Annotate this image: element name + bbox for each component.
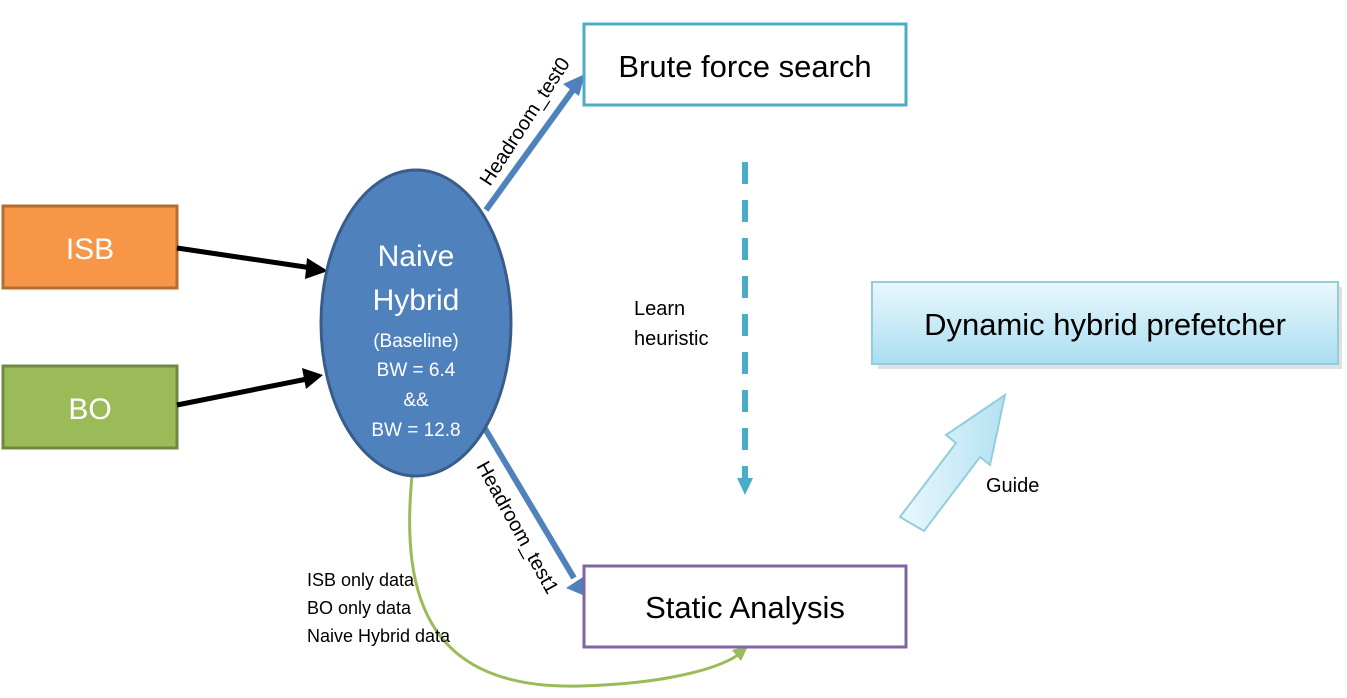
learn-heuristic-arrow: [737, 162, 753, 495]
naive-hybrid-node: Naive Hybrid (Baseline) BW = 6.4 && BW =…: [319, 168, 513, 478]
naive-hybrid-title-line-2: Hybrid: [373, 284, 460, 317]
guide-arrow: [898, 392, 1007, 533]
headroom-test0-arrow: [483, 74, 585, 212]
guide-label: Guide: [986, 475, 1039, 497]
bo-label: BO: [68, 393, 111, 426]
naive-hybrid-line-4: BW = 12.8: [371, 420, 460, 441]
naive-hybrid-line-1: (Baseline): [373, 331, 459, 352]
static-analysis-label: Static Analysis: [645, 590, 845, 625]
data-feed-line-3: Naive Hybrid data: [307, 626, 451, 646]
bo-to-hybrid-arrow: [176, 368, 323, 408]
static-analysis-node: Static Analysis: [582, 564, 908, 649]
data-feed-curve: [408, 475, 748, 688]
isb-to-hybrid-arrow: [176, 245, 328, 279]
brute-force-label: Brute force search: [618, 49, 871, 84]
learn-heuristic-line-1: Learn: [634, 298, 685, 320]
bo-node: BO: [1, 364, 179, 450]
isb-label: ISB: [66, 233, 114, 266]
learn-heuristic-line-2: heuristic: [634, 328, 708, 350]
isb-node: ISB: [1, 204, 179, 290]
dynamic-hybrid-label: Dynamic hybrid prefetcher: [924, 307, 1286, 342]
headroom-test0-label: Headroom_test0: [476, 54, 575, 190]
naive-hybrid-line-3: &&: [403, 390, 429, 411]
brute-force-node: Brute force search: [582, 22, 908, 107]
dynamic-hybrid-node: Dynamic hybrid prefetcher: [871, 281, 1342, 369]
headroom-test1-arrow: [481, 425, 585, 596]
data-feed-line-2: BO only data: [307, 598, 412, 618]
data-feed-line-1: ISB only data: [307, 570, 415, 590]
naive-hybrid-title-line-1: Naive: [378, 240, 455, 273]
naive-hybrid-line-2: BW = 6.4: [377, 360, 456, 381]
